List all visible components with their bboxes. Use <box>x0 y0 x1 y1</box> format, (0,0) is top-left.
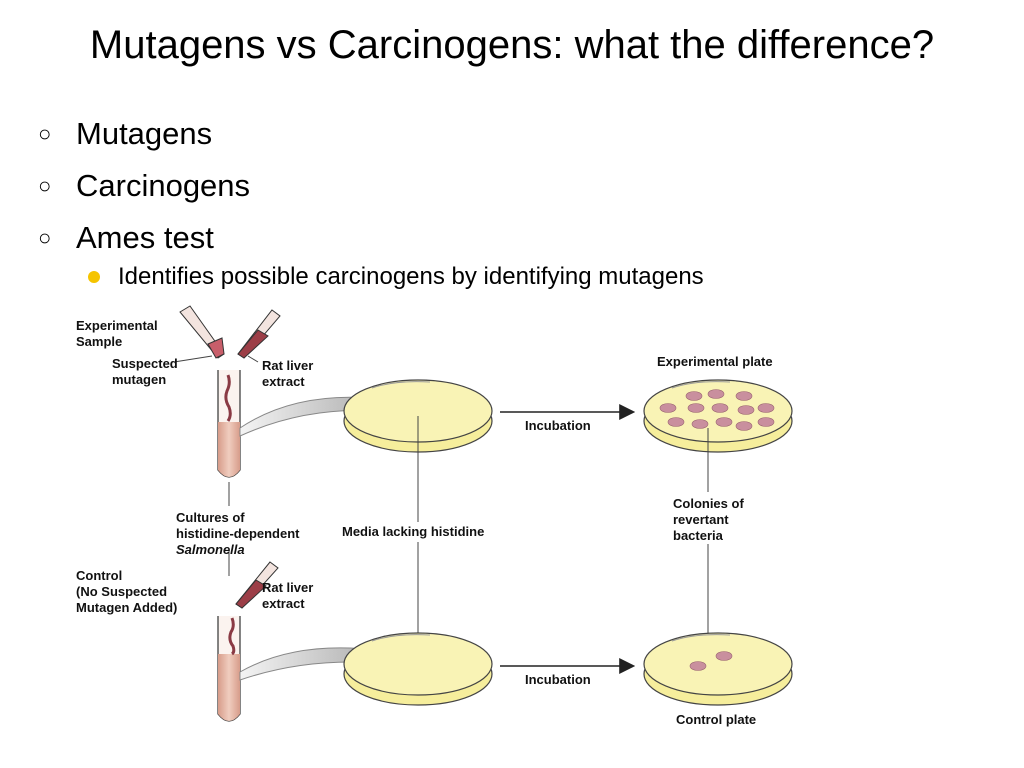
mutagen-pointer-line <box>173 355 213 363</box>
control-incubation-label: Incubation <box>525 672 591 687</box>
incubation-label: Incubation <box>525 418 591 433</box>
control-label: Control (No Suspected Mutagen Added) <box>76 568 177 615</box>
control-media-plate <box>343 632 493 706</box>
experimental-plate-label: Experimental plate <box>657 354 773 369</box>
control-colonies <box>689 651 733 671</box>
hollow-circle-bullet-icon: ○ <box>38 225 52 250</box>
experimental-plate <box>643 379 793 453</box>
ames-test-diagram: Experimental Sample Suspected mutagen Ra… <box>76 305 793 727</box>
control-culture-tube <box>217 616 241 722</box>
sub-bullet: Identifies possible carcinogens by ident… <box>88 263 704 291</box>
control-liver-extract-pipette <box>235 561 279 609</box>
colonies-label: Colonies of revertant bacteria <box>673 496 747 543</box>
slide-title: Mutagens vs Carcinogens: what the differ… <box>89 23 935 67</box>
mutagen-pipette <box>179 305 225 359</box>
yellow-dot-bullet-icon <box>88 271 100 283</box>
liver-extract-pipette <box>237 309 281 359</box>
media-label: Media lacking histidine <box>342 524 484 539</box>
rat-liver-extract-label: Rat liver extract <box>262 358 317 389</box>
bullet-item: ○Ames test <box>38 220 214 255</box>
control-rat-liver-extract-label: Rat liver extract <box>262 580 317 611</box>
bullet-item: ○Carcinogens <box>38 168 251 203</box>
bullet-item: ○Mutagens <box>38 116 213 151</box>
cultures-label: Cultures of histidine-dependent Salmonel… <box>176 510 303 557</box>
suspected-mutagen-label: Suspected mutagen <box>112 356 181 387</box>
hollow-circle-bullet-icon: ○ <box>38 173 52 198</box>
revertant-colonies <box>659 389 775 431</box>
bullet-list: ○Mutagens ○Carcinogens ○Ames test <box>38 108 250 264</box>
control-plate <box>643 632 793 706</box>
experimental-sample-label: Experimental Sample <box>76 318 161 349</box>
control-plate-label: Control plate <box>676 712 756 727</box>
hollow-circle-bullet-icon: ○ <box>38 121 52 146</box>
liver-pointer-line <box>247 355 259 363</box>
experimental-culture-tube <box>217 370 241 478</box>
